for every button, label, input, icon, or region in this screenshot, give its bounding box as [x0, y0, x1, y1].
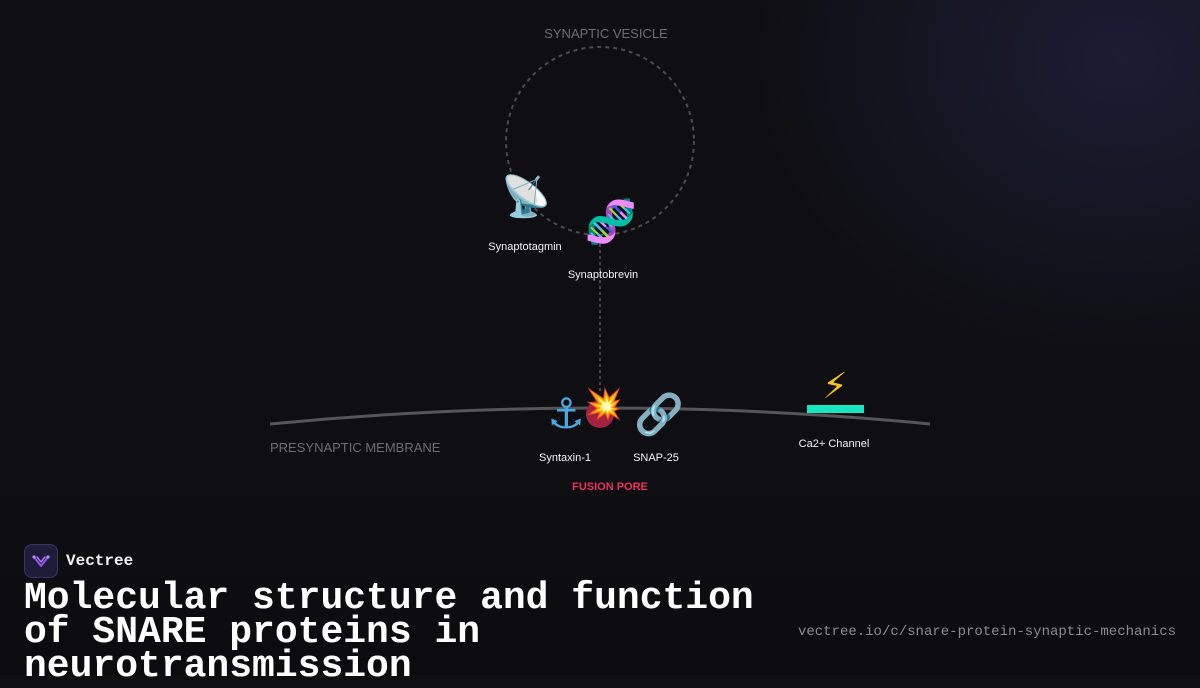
collision-icon: 💥	[585, 386, 622, 422]
page-title: Molecular structure and function of SNAR…	[24, 577, 754, 688]
synaptotagmin-label: Synaptotagmin	[488, 241, 561, 253]
link-icon: 🔗	[634, 390, 684, 438]
vesicle-label: SYNAPTIC VESICLE	[544, 26, 668, 41]
ca-channel-label: Ca2+ Channel	[799, 438, 870, 450]
fusion-pore-dot	[586, 400, 614, 428]
lightning-icon: ⚡	[822, 366, 847, 407]
synaptobrevin-label: Synaptobrevin	[568, 269, 638, 281]
syntaxin-label: Syntaxin-1	[539, 452, 591, 464]
snap25-label: SNAP-25	[633, 452, 679, 464]
brand-name: Vectree	[66, 552, 134, 570]
page-url: vectree.io/c/snare-protein-synaptic-mech…	[797, 624, 1176, 640]
satellite-dish-icon: 📡	[501, 171, 551, 220]
fusion-pore-label: FUSION PORE	[572, 481, 648, 493]
anchor-icon: ⚓	[547, 389, 585, 438]
dna-icon: 🧬	[585, 196, 637, 247]
vectree-logo-icon	[24, 544, 58, 578]
membrane-label: PRESYNAPTIC MEMBRANE	[270, 440, 441, 455]
synaptic-vesicle	[505, 46, 695, 236]
ca-channel-bar	[807, 405, 864, 413]
brand: Vectree	[24, 544, 133, 578]
